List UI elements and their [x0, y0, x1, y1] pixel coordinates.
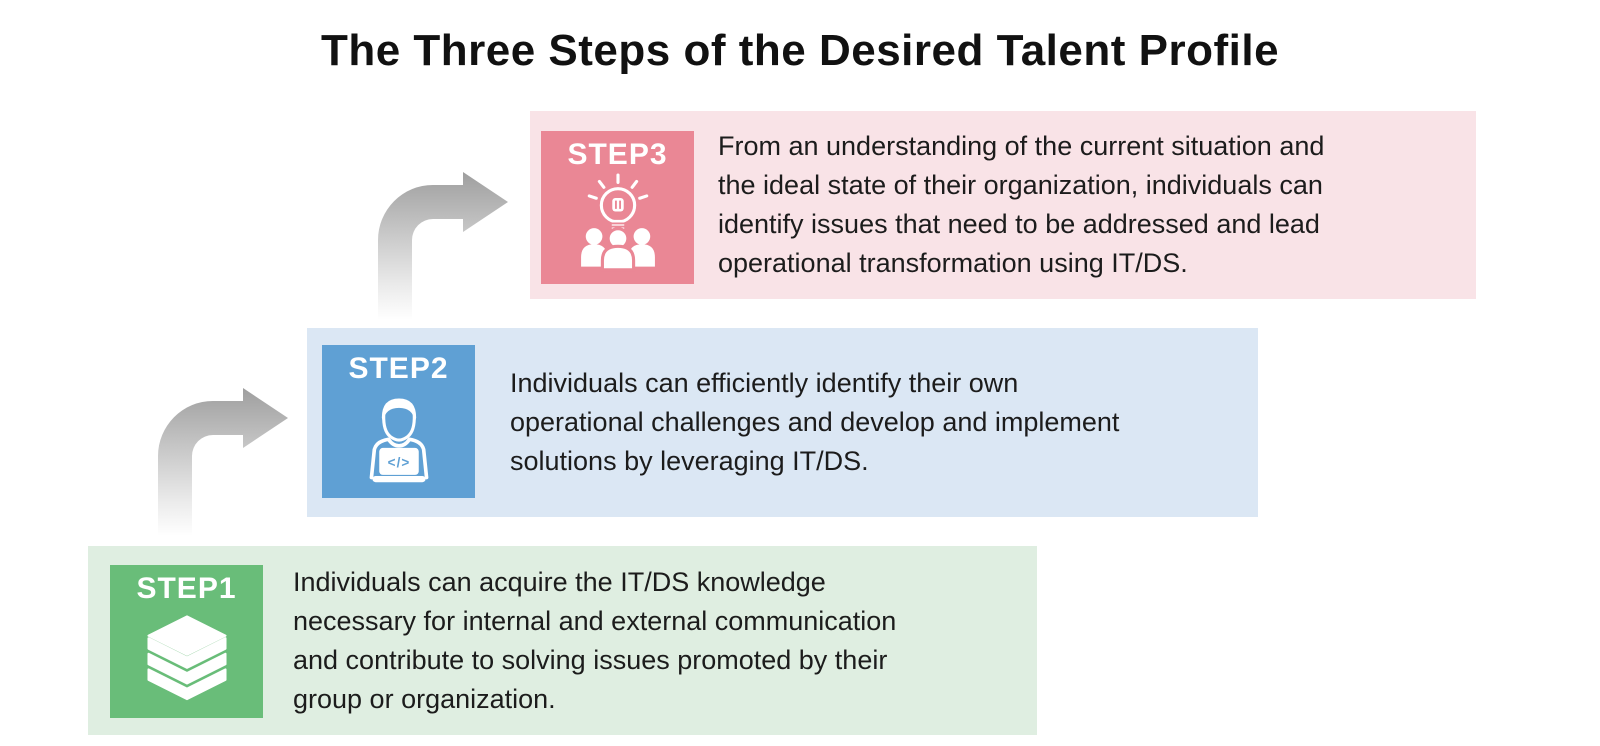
lightbulb-people-icon	[580, 173, 655, 272]
step3-label: STEP3	[567, 138, 668, 171]
step2-label: STEP2	[348, 352, 449, 385]
arrow-step2-to-step3-icon	[378, 172, 508, 320]
step1-panel: STEP1 Individuals can acquire the IT/DS …	[88, 546, 1037, 735]
step2-panel: STEP2 </> Individuals can efficiently id…	[307, 328, 1258, 517]
step3-badge: STEP3	[541, 131, 694, 284]
step3-description: From an understanding of the current sit…	[718, 131, 1325, 278]
person-laptop-code-icon: </>	[369, 398, 428, 483]
stacked-layers-icon	[146, 615, 227, 701]
step1-label: STEP1	[136, 572, 237, 605]
code-glyph: </>	[387, 455, 410, 470]
step2-description: Individuals can efficiently identify the…	[510, 368, 1120, 476]
page-title: The Three Steps of the Desired Talent Pr…	[320, 26, 1280, 75]
step1-description: Individuals can acquire the IT/DS knowle…	[293, 566, 897, 714]
step3-panel: STEP3	[530, 111, 1476, 299]
arrow-step1-to-step2-icon	[158, 388, 288, 536]
step2-badge: STEP2 </>	[322, 345, 475, 498]
step1-badge: STEP1	[110, 565, 263, 718]
